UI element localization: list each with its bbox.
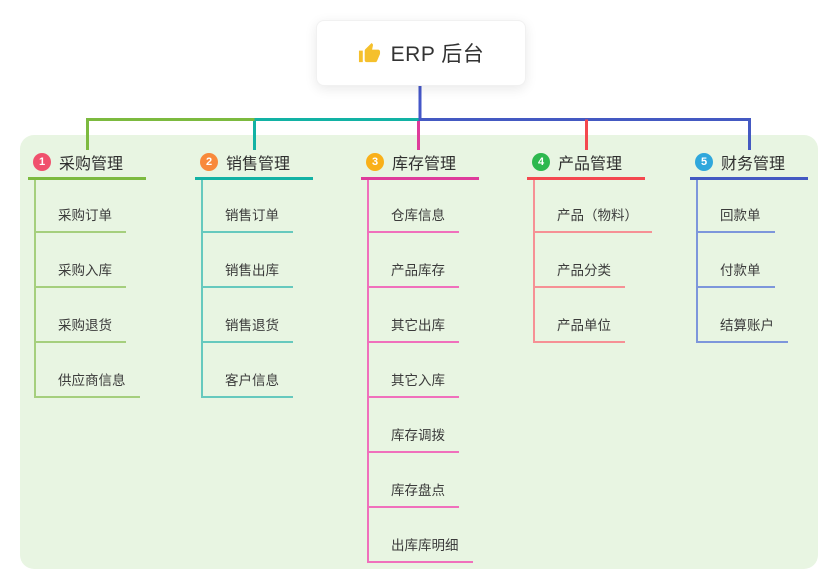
branch-vline-purchase xyxy=(34,180,36,396)
branch-vline-inventory xyxy=(367,180,369,561)
branch-label: 销售管理 xyxy=(226,156,291,173)
branch-badge-product: 4 xyxy=(532,153,550,171)
leaf-label: 采购入库 xyxy=(58,263,112,278)
leaf-label: 销售订单 xyxy=(225,208,279,223)
leaf-node-sales-2[interactable]: 销售出库 xyxy=(201,249,293,288)
thumbs-up-icon xyxy=(358,42,381,65)
branch-title-inventory[interactable]: 3 库存管理 xyxy=(361,147,479,180)
branch-vline-sales xyxy=(201,180,203,396)
branch-label: 产品管理 xyxy=(558,156,623,173)
leaf-node-inventory-2[interactable]: 产品库存 xyxy=(367,249,459,288)
leaf-label: 出库库明细 xyxy=(391,538,459,553)
branch-badge-finance: 5 xyxy=(695,153,713,171)
leaf-label: 仓库信息 xyxy=(391,208,445,223)
leaf-node-purchase-1[interactable]: 采购订单 xyxy=(34,194,126,233)
branch-title-sales[interactable]: 2 销售管理 xyxy=(195,147,313,180)
leaf-node-sales-3[interactable]: 销售退货 xyxy=(201,304,293,343)
leaf-node-product-3[interactable]: 产品单位 xyxy=(533,304,625,343)
leaf-label: 销售退货 xyxy=(225,318,279,333)
mindmap-background-panel xyxy=(20,135,818,569)
leaf-node-inventory-6[interactable]: 库存盘点 xyxy=(367,469,459,508)
leaf-node-finance-3[interactable]: 结算账户 xyxy=(696,304,788,343)
leaf-label: 其它出库 xyxy=(391,318,445,333)
leaf-label: 库存调拨 xyxy=(391,428,445,443)
branch-badge-sales: 2 xyxy=(200,153,218,171)
leaf-label: 客户信息 xyxy=(225,373,279,388)
leaf-node-purchase-3[interactable]: 采购退货 xyxy=(34,304,126,343)
branch-badge-inventory: 3 xyxy=(366,153,384,171)
leaf-label: 采购退货 xyxy=(58,318,112,333)
leaf-label: 库存盘点 xyxy=(391,483,445,498)
leaf-node-product-1[interactable]: 产品（物料） xyxy=(533,194,652,233)
leaf-node-sales-1[interactable]: 销售订单 xyxy=(201,194,293,233)
leaf-label: 采购订单 xyxy=(58,208,112,223)
leaf-label: 产品库存 xyxy=(391,263,445,278)
leaf-node-purchase-2[interactable]: 采购入库 xyxy=(34,249,126,288)
leaf-label: 产品分类 xyxy=(557,263,611,278)
branch-title-product[interactable]: 4 产品管理 xyxy=(527,147,645,180)
leaf-label: 回款单 xyxy=(720,208,761,223)
leaf-label: 付款单 xyxy=(720,263,761,278)
leaf-label: 销售出库 xyxy=(225,263,279,278)
branch-label: 财务管理 xyxy=(721,156,786,173)
branch-label: 采购管理 xyxy=(59,156,124,173)
leaf-node-finance-1[interactable]: 回款单 xyxy=(696,194,775,233)
branch-vline-finance xyxy=(696,180,698,341)
branch-title-purchase[interactable]: 1 采购管理 xyxy=(28,147,146,180)
leaf-node-inventory-4[interactable]: 其它入库 xyxy=(367,359,459,398)
leaf-label: 产品单位 xyxy=(557,318,611,333)
leaf-node-finance-2[interactable]: 付款单 xyxy=(696,249,775,288)
leaf-node-product-2[interactable]: 产品分类 xyxy=(533,249,625,288)
leaf-label: 供应商信息 xyxy=(58,373,126,388)
leaf-label: 产品（物料） xyxy=(557,208,638,223)
branch-badge-purchase: 1 xyxy=(33,153,51,171)
leaf-node-inventory-7[interactable]: 出库库明细 xyxy=(367,524,473,563)
root-title: ERP 后台 xyxy=(390,43,485,66)
leaf-label: 其它入库 xyxy=(391,373,445,388)
branch-title-finance[interactable]: 5 财务管理 xyxy=(690,147,808,180)
leaf-node-inventory-3[interactable]: 其它出库 xyxy=(367,304,459,343)
branch-label: 库存管理 xyxy=(392,156,457,173)
root-node[interactable]: ERP 后台 xyxy=(316,20,526,86)
leaf-node-purchase-4[interactable]: 供应商信息 xyxy=(34,359,140,398)
leaf-node-inventory-1[interactable]: 仓库信息 xyxy=(367,194,459,233)
leaf-node-sales-4[interactable]: 客户信息 xyxy=(201,359,293,398)
leaf-label: 结算账户 xyxy=(720,318,774,333)
leaf-node-inventory-5[interactable]: 库存调拨 xyxy=(367,414,459,453)
branch-vline-product xyxy=(533,180,535,341)
